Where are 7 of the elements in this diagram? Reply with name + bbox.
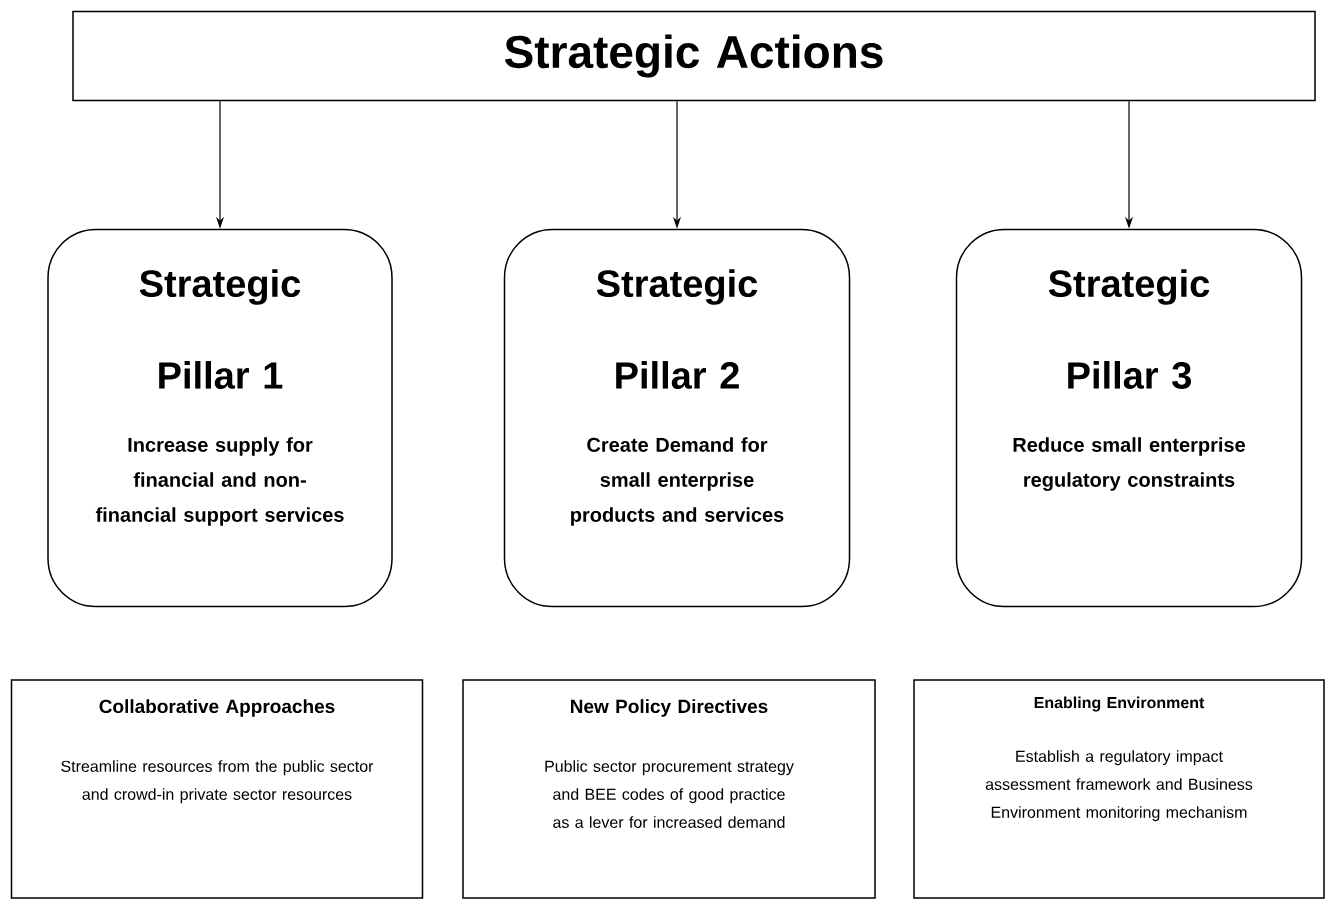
pillar-box: Strategic Pillar 3 Reduce small enterprise regulatory constraints (955, 228, 1303, 608)
pillar-box: Strategic Pillar 1 Increase supply for financial and non-financial support services (47, 228, 393, 608)
info-box: Collaborative Approaches Streamline resources from the public sector and crowd-in private sector resources (10, 679, 424, 899)
info-box: New Policy Directives Public sector procurement strategy and BEE codes of good practice as a lever for increased demand (462, 679, 876, 899)
pillar-box: Strategic Pillar 2 Create Demand for small enterprise products and services (503, 228, 851, 608)
info-box: Enabling Environment Establish a regulatory impact assessment framework and Business Environment monitoring mechanism (913, 679, 1325, 899)
header-box: Strategic Actions (72, 10, 1316, 102)
